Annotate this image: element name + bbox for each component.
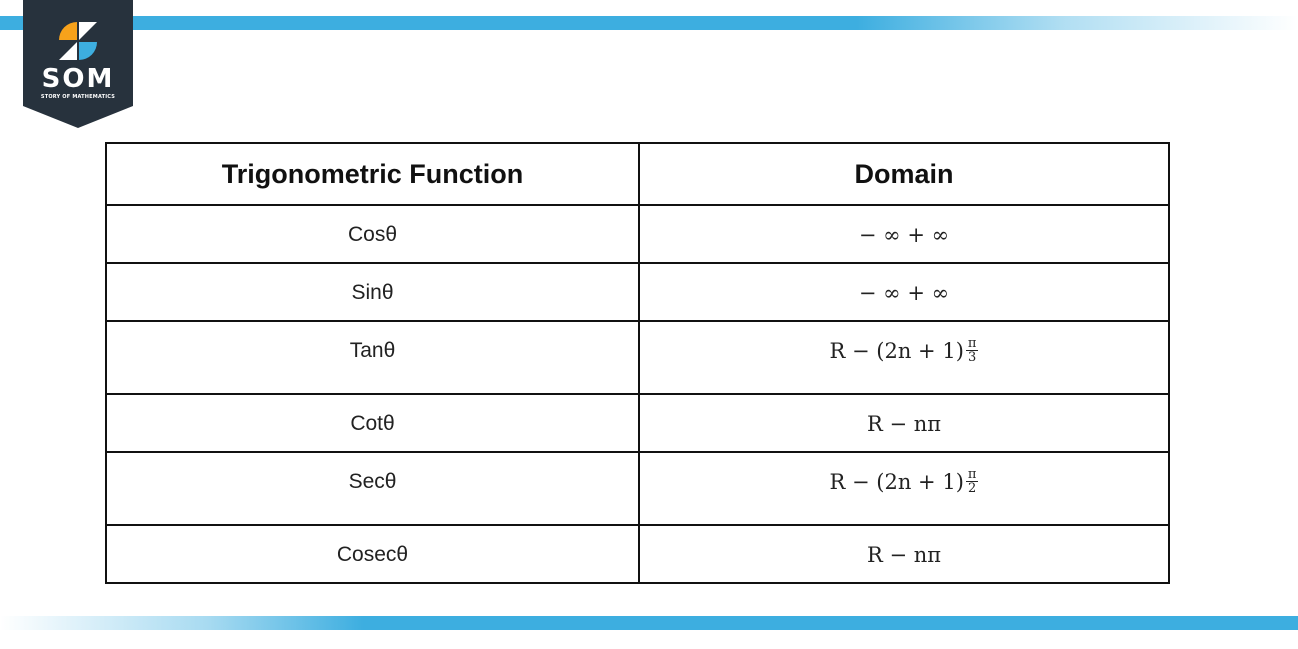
domain-expression: R − (2n + 1) xyxy=(829,339,964,363)
domain-cell: R − nπ xyxy=(638,524,1170,584)
logo-tagline: STORY OF MATHEMATICS xyxy=(40,94,116,100)
som-logo: SOM STORY OF MATHEMATICS xyxy=(23,0,133,128)
function-cell: Secθ xyxy=(105,451,640,526)
function-cell: Cotθ xyxy=(105,393,640,453)
header-function: Trigonometric Function xyxy=(105,142,640,206)
function-cell: Cosecθ xyxy=(105,524,640,584)
domain-cell: − ∞ + ∞ xyxy=(638,262,1170,322)
fraction-denominator: 3 xyxy=(968,350,977,365)
fraction-denominator: 2 xyxy=(968,481,977,496)
function-cell: Tanθ xyxy=(105,320,640,395)
table-row: Cosθ − ∞ + ∞ xyxy=(105,204,1170,264)
domain-cell: − ∞ + ∞ xyxy=(638,204,1170,264)
top-accent-bar xyxy=(0,16,1298,30)
header-domain: Domain xyxy=(638,142,1170,206)
table-row: Cosecθ R − nπ xyxy=(105,524,1170,584)
table-row: Sinθ − ∞ + ∞ xyxy=(105,262,1170,322)
logo-badge-icon xyxy=(23,0,133,128)
fraction-numerator: π xyxy=(965,336,979,351)
domain-cell: R − nπ xyxy=(638,393,1170,453)
bottom-accent-bar xyxy=(0,616,1298,630)
fraction-numerator: π xyxy=(965,467,979,482)
domain-expression: R − (2n + 1) xyxy=(829,470,964,494)
function-cell: Cosθ xyxy=(105,204,640,264)
function-cell: Sinθ xyxy=(105,262,640,322)
trig-domain-table: Trigonometric Function Domain Cosθ − ∞ +… xyxy=(105,142,1170,584)
logo-abbr: SOM xyxy=(41,64,115,94)
table-header-row: Trigonometric Function Domain xyxy=(105,142,1170,206)
table-row: Cotθ R − nπ xyxy=(105,393,1170,453)
